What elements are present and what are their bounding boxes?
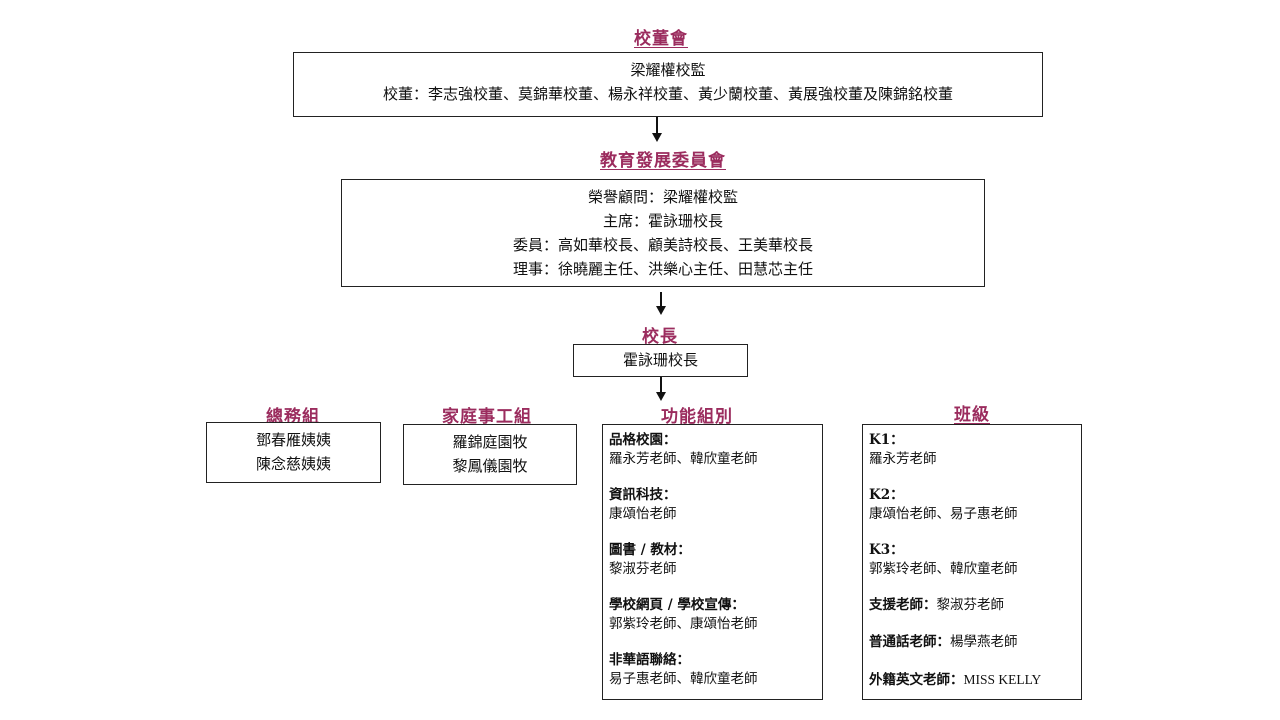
committee-heading: 教育發展委員會 [600, 151, 726, 171]
group-title: 資訊科技： [609, 487, 677, 503]
board-box: 梁耀權校監 校董：李志強校董、莫錦華校董、楊永祥校董、黃少蘭校董、黃展強校董及陳… [293, 52, 1043, 117]
principal-name: 霍詠珊校長 [622, 351, 698, 369]
functional-group-it: 資訊科技： 康頌怡老師 [609, 486, 814, 524]
group-members: 黎淑芬老師 [609, 561, 677, 577]
class-k3: K3： 郭紫玲老師、韓欣童老師 [869, 541, 1073, 579]
group-title: 非華語聯絡： [609, 652, 690, 668]
role-title: 支援老師： [869, 597, 937, 613]
role-members: 黎淑芬老師 [936, 597, 1005, 613]
committee-directors: 理事：徐曉麗主任、洪樂心主任、田慧芯主任 [512, 260, 813, 278]
role-members: 楊學燕老師 [950, 634, 1018, 650]
principal-box: 霍詠珊校長 [573, 344, 748, 377]
arrow-board-to-committee [656, 117, 658, 137]
arrow-head-3 [656, 392, 666, 401]
class-title: K3： [869, 542, 904, 558]
group-title: 學校網頁 / 學校宣傳： [609, 597, 745, 613]
functional-group-web: 學校網頁 / 學校宣傳： 郭紫玲老師、康頌怡老師 [609, 596, 814, 634]
functional-group-library: 圖書 / 教材： 黎淑芬老師 [609, 541, 814, 579]
group-members: 易子惠老師、韓欣童老師 [609, 671, 758, 687]
class-k2: K2： 康頌怡老師、易子惠老師 [869, 486, 1073, 524]
arrow-principal-down [660, 377, 662, 395]
general-affairs-box: 鄧春雁姨姨 陳念慈姨姨 [206, 422, 381, 483]
class-members: 康頌怡老師、易子惠老師 [869, 506, 1018, 522]
group-members: 羅永芳老師、韓欣童老師 [609, 451, 758, 467]
committee-advisor: 榮譽顧問：梁耀權校監 [587, 188, 738, 206]
arrow-committee-to-principal [660, 292, 662, 310]
putonghua-teacher: 普通話老師：楊學燕老師 [869, 633, 1073, 652]
classes-box: K1： 羅永芳老師 K2： 康頌怡老師、易子惠老師 K3： 郭紫玲老師、韓欣童老… [862, 424, 1082, 700]
support-teacher: 支援老師：黎淑芬老師 [869, 596, 1073, 615]
committee-chair: 主席：霍詠珊校長 [602, 212, 723, 230]
family-social-member-1: 羅錦庭園牧 [452, 433, 528, 451]
class-members: 羅永芳老師 [869, 451, 937, 467]
functional-group-non-chinese: 非華語聯絡： 易子惠老師、韓欣童老師 [609, 651, 814, 689]
group-title: 圖書 / 教材： [609, 542, 691, 558]
arrow-head-1 [652, 133, 662, 142]
functional-group-character: 品格校園： 羅永芳老師、韓欣童老師 [609, 431, 814, 469]
group-title: 品格校園： [609, 432, 677, 448]
english-teacher: 外籍英文老師：MISS KELLY [869, 670, 1073, 690]
functional-box: 品格校園： 羅永芳老師、韓欣童老師 資訊科技： 康頌怡老師 圖書 / 教材： 黎… [602, 424, 823, 700]
group-members: 郭紫玲老師、康頌怡老師 [609, 616, 758, 632]
functional-heading: 功能組別 [661, 407, 733, 427]
class-title: K1： [869, 432, 904, 448]
family-social-box: 羅錦庭園牧 黎鳳儀園牧 [403, 424, 577, 485]
board-heading: 校董會 [634, 29, 688, 49]
role-members: MISS KELLY [963, 672, 1042, 687]
principal-heading: 校長 [642, 327, 678, 347]
family-social-heading: 家庭事工組 [442, 407, 532, 427]
role-title: 外籍英文老師： [869, 672, 964, 688]
arrow-head-2 [656, 306, 666, 315]
classes-heading: 班級 [954, 405, 990, 425]
class-members: 郭紫玲老師、韓欣童老師 [869, 561, 1018, 577]
family-social-member-2: 黎鳳儀園牧 [452, 457, 528, 475]
general-affairs-member-1: 鄧春雁姨姨 [255, 431, 331, 449]
role-title: 普通話老師： [869, 634, 950, 650]
group-members: 康頌怡老師 [609, 506, 677, 522]
board-members: 校董：李志強校董、莫錦華校董、楊永祥校董、黃少蘭校董、黃展強校董及陳錦銘校董 [382, 85, 953, 103]
class-title: K2： [869, 487, 904, 503]
committee-members: 委員：高如華校長、顧美詩校長、王美華校長 [512, 236, 813, 254]
committee-box: 榮譽顧問：梁耀權校監 主席：霍詠珊校長 委員：高如華校長、顧美詩校長、王美華校長… [341, 179, 985, 287]
general-affairs-member-2: 陳念慈姨姨 [255, 455, 331, 473]
board-supervisor: 梁耀權校監 [630, 61, 706, 79]
class-k1: K1： 羅永芳老師 [869, 431, 1073, 469]
